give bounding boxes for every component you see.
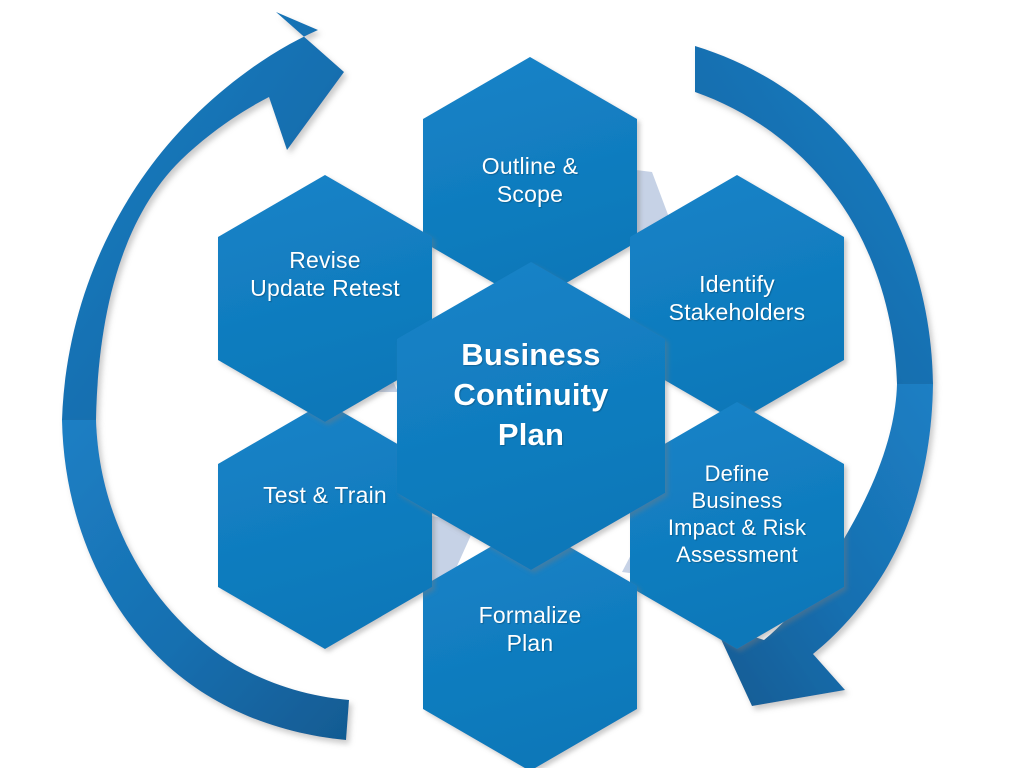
arrow-left-arc-tail: [62, 420, 349, 740]
hexagon-formalize-plan[interactable]: [423, 524, 637, 768]
arrow-right-arc-tail: [695, 46, 933, 384]
hexagon-test-train[interactable]: [218, 402, 432, 649]
hexagon-outline-scope[interactable]: [423, 57, 637, 304]
hexagon-revise-update-retest[interactable]: [218, 175, 432, 422]
hexagon-define-business-impact-risk-assessment[interactable]: [630, 402, 844, 649]
arrow-clockwise-bottom: [714, 384, 933, 706]
hexagon-group: [218, 57, 844, 768]
hexagon-business-continuity-plan[interactable]: [397, 262, 665, 570]
hexagon-identify-stakeholders[interactable]: [630, 175, 844, 422]
arrow-clockwise-top: [62, 12, 344, 420]
